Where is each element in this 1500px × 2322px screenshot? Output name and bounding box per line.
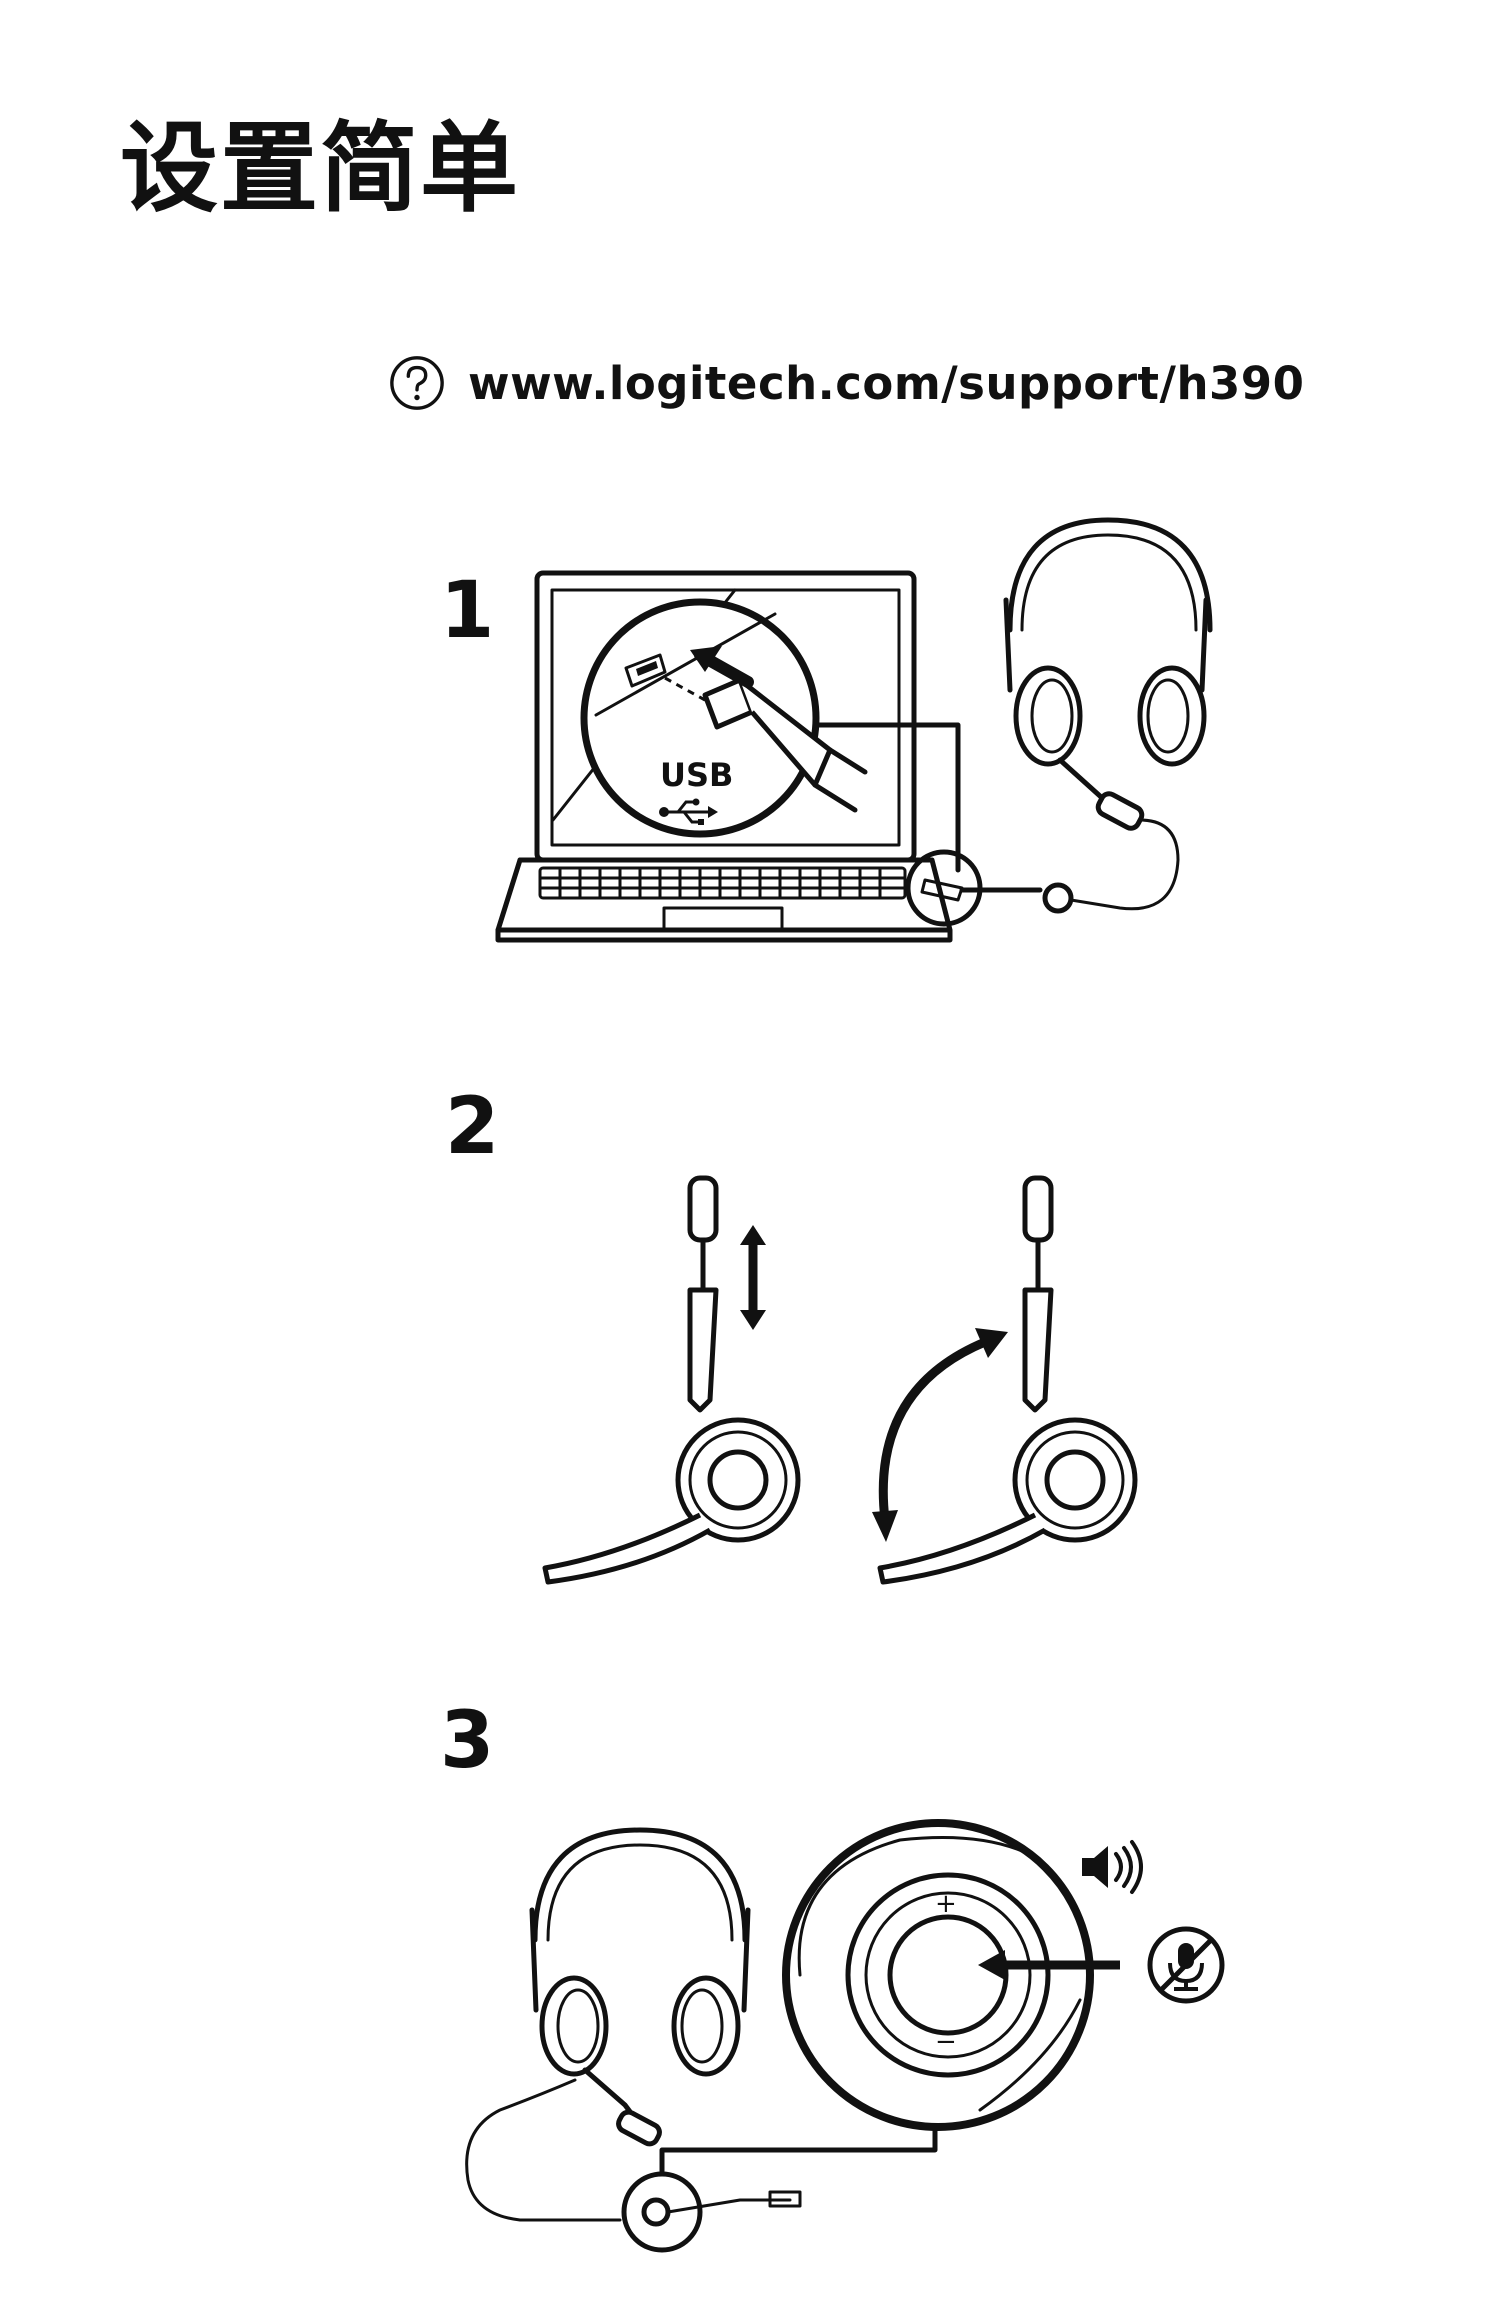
usb-symbol-icon xyxy=(659,798,718,825)
inline-control xyxy=(1042,882,1074,914)
headset-illustration xyxy=(1003,517,1213,831)
page-title: 设置简单 xyxy=(120,112,521,226)
support-url[interactable]: www.logitech.com/support/h390 xyxy=(468,356,1305,410)
support-link[interactable]: www.logitech.com/support/h390 xyxy=(388,352,1304,414)
inline-control-zoom: + − xyxy=(782,1819,1120,2131)
step-3-number: 3 xyxy=(440,1696,495,1786)
mic-boom-right xyxy=(872,1175,1138,1585)
keyboard-keys xyxy=(538,866,907,900)
question-circle-icon xyxy=(390,356,444,410)
speaker-volume-icon xyxy=(1082,1840,1143,1894)
volume-plus-label: + xyxy=(935,1889,957,1919)
usb-zoom-callout: USB xyxy=(580,598,961,873)
step-1-number: 1 xyxy=(440,566,495,656)
volume-minus-label: − xyxy=(935,2027,957,2057)
mic-mute-icon xyxy=(1147,1926,1225,2004)
headset-illustration-3 xyxy=(465,1827,751,2222)
usb-label: USB xyxy=(660,756,733,794)
step-2-number: 2 xyxy=(445,1082,500,1172)
mic-boom-left xyxy=(542,1175,801,1585)
